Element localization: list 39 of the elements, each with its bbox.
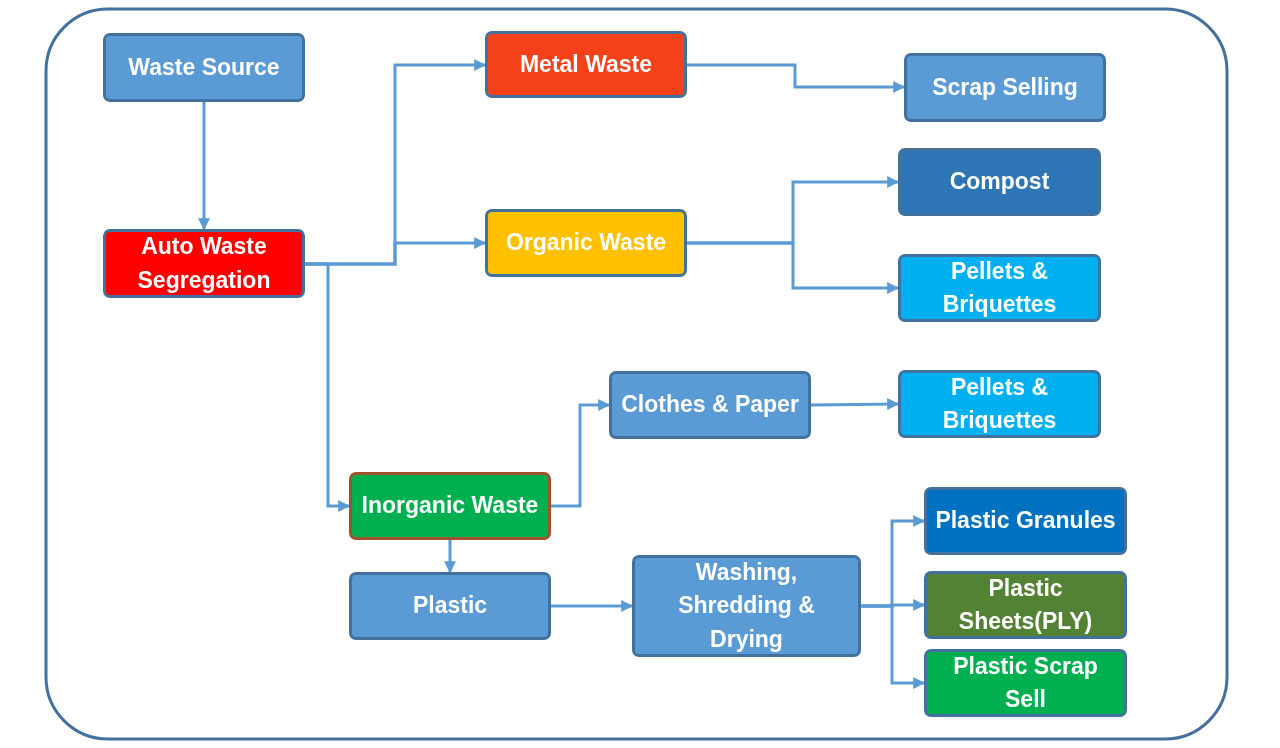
node-label: Washing, Shredding & Drying: [677, 558, 816, 654]
process-box: [898, 254, 1101, 322]
process-box: [924, 487, 1127, 555]
node-label: Plastic Granules: [934, 506, 1117, 536]
process-box: [103, 229, 305, 298]
process-box: [349, 472, 551, 540]
node-label: Metal Waste: [518, 49, 654, 79]
node-label: Pellets & Briquettes: [941, 372, 1058, 435]
node-label: Waste Source: [127, 52, 281, 82]
process-box: [632, 555, 861, 657]
process-box: [485, 31, 687, 98]
node-label: Scrap Selling: [931, 72, 1079, 102]
process-box: [609, 371, 811, 439]
arrow: [687, 63, 906, 93]
arrow: [305, 262, 351, 512]
node-label: Pellets & Briquettes: [941, 256, 1058, 319]
process-box: [904, 53, 1106, 122]
node-label: Auto Waste Segregation: [136, 232, 272, 295]
arrow: [551, 399, 611, 508]
node-label: Plastic Scrap Sell: [952, 651, 1099, 714]
process-box: [924, 649, 1127, 717]
process-box: [898, 148, 1101, 216]
node-label: Organic Waste: [504, 228, 668, 258]
arrow: [444, 540, 456, 574]
node-label: Clothes & Paper: [620, 390, 800, 420]
arrow: [861, 604, 926, 689]
process-box: [349, 572, 551, 640]
node-label: Inorganic Waste: [360, 491, 540, 521]
arrow: [551, 600, 634, 612]
node-label: Compost: [948, 167, 1051, 197]
process-box: [898, 370, 1101, 438]
process-box: [485, 209, 687, 277]
node-label: Plastic Sheets(PLY): [957, 573, 1094, 636]
arrow: [687, 241, 900, 294]
arrow: [198, 102, 210, 231]
arrow: [811, 398, 900, 411]
process-box: [103, 33, 305, 102]
process-box: [924, 571, 1127, 639]
node-label: Plastic: [411, 591, 489, 621]
